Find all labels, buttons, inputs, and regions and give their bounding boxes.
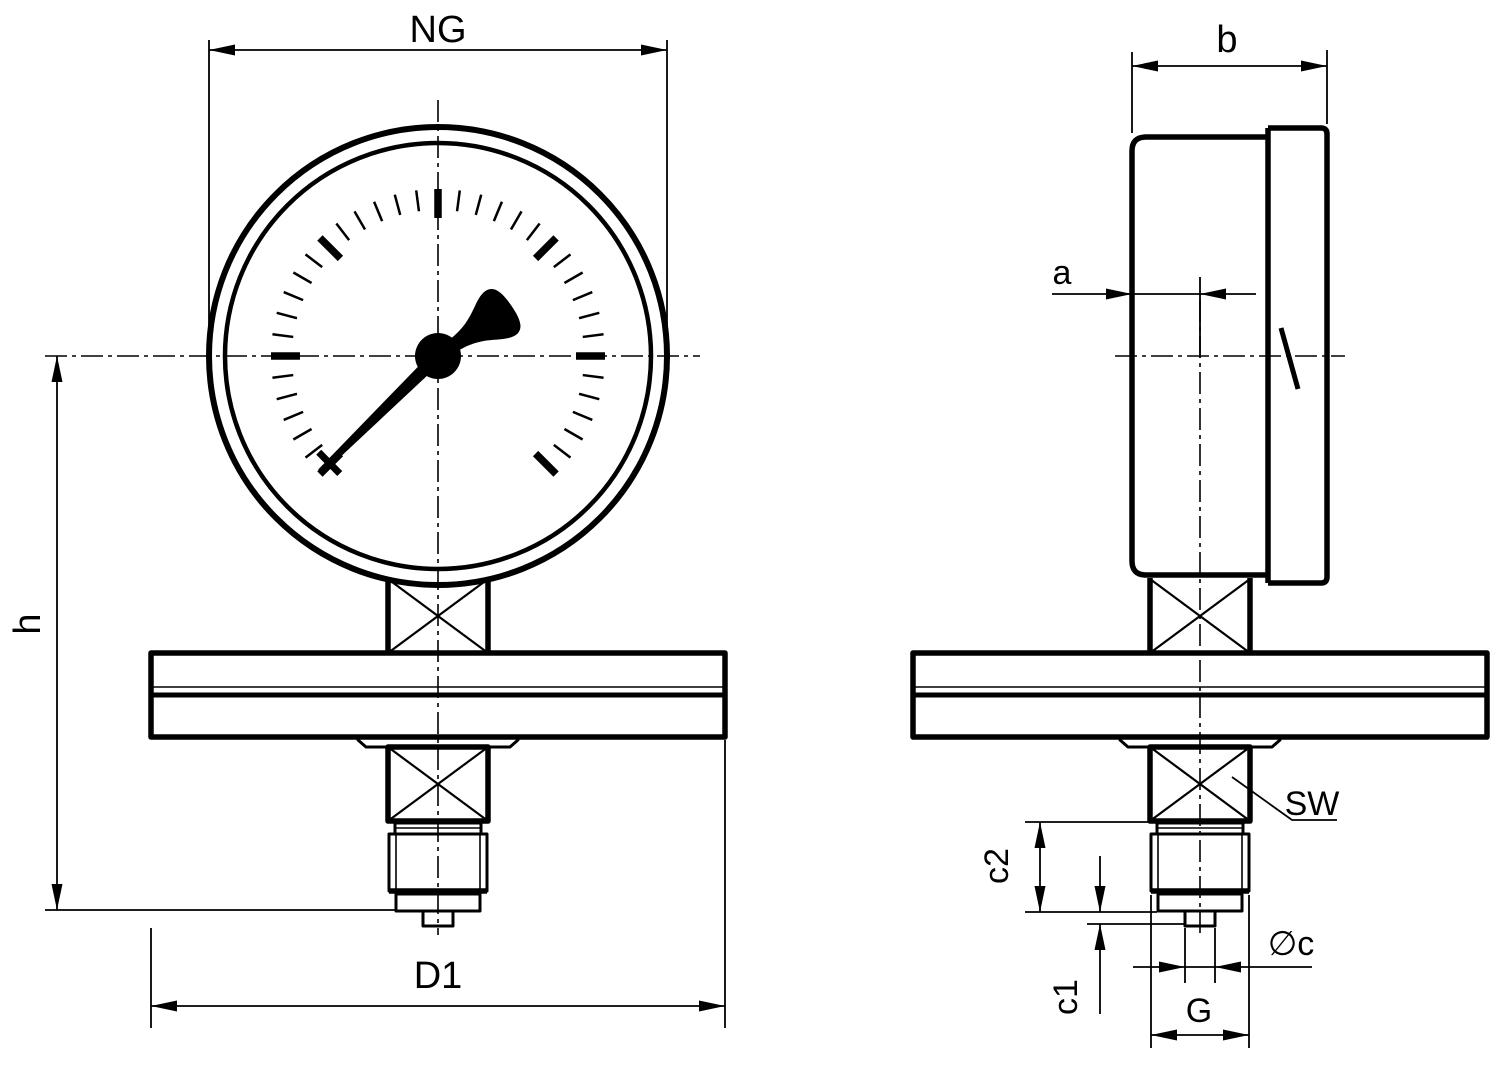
sw-label: SW bbox=[1285, 785, 1340, 823]
dimension-d1: D1 bbox=[150, 740, 726, 1028]
dimension-g: G bbox=[1150, 895, 1250, 1048]
dimension-b: b bbox=[1131, 19, 1328, 133]
pointer bbox=[316, 289, 521, 477]
case-bezel bbox=[1268, 125, 1330, 586]
c2-label: c2 bbox=[978, 848, 1016, 884]
a-label: a bbox=[1053, 254, 1072, 292]
pointer-tip-crossbar bbox=[316, 449, 343, 477]
side-view: b a SW c2 bbox=[913, 19, 1487, 1048]
phi-c-label: ∅c bbox=[1268, 925, 1315, 963]
dimension-c1: c1 bbox=[1047, 856, 1185, 1015]
pointer-counterweight bbox=[448, 289, 521, 352]
dimension-h: h bbox=[7, 356, 396, 911]
pointer-needle bbox=[316, 363, 430, 477]
c1-label: c1 bbox=[1047, 979, 1085, 1015]
front-view: NG h D1 bbox=[7, 9, 725, 1028]
dimension-ng: NG bbox=[208, 9, 668, 352]
label-sw: SW bbox=[1231, 776, 1340, 823]
ng-label: NG bbox=[410, 9, 467, 51]
pointer-edge-mark bbox=[1278, 327, 1301, 390]
dimension-phi-c: ∅c bbox=[1133, 925, 1314, 983]
pointer-hub bbox=[415, 333, 461, 379]
dimension-c2: c2 bbox=[978, 821, 1157, 913]
h-label: h bbox=[7, 613, 49, 634]
b-label: b bbox=[1216, 19, 1237, 61]
d1-label: D1 bbox=[414, 955, 463, 997]
g-label: G bbox=[1186, 992, 1212, 1030]
dimension-a: a bbox=[1052, 254, 1256, 358]
